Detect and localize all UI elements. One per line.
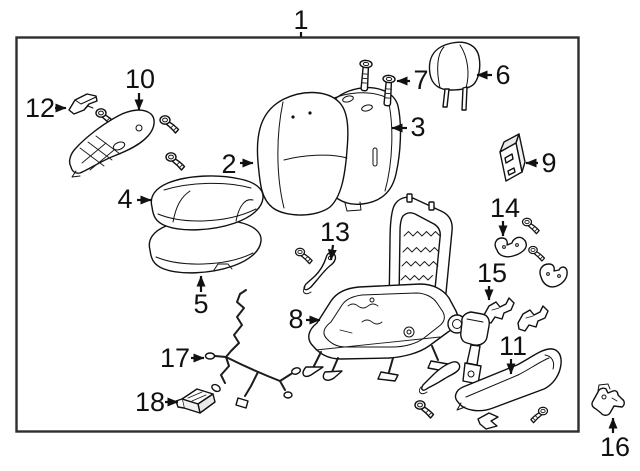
callout-5[interactable]: 5 [193,289,208,319]
part-2-seatback-cushion [256,91,349,216]
callout-1[interactable]: 1 [293,5,308,35]
parts-artwork [68,41,625,430]
part-6-headrest [428,41,481,111]
callout-3[interactable]: 3 [410,112,425,142]
callout-4[interactable]: 4 [117,184,132,214]
seat-belt-buckle [460,311,490,385]
callout-15[interactable]: 15 [477,258,507,288]
part-11-shield-outer [454,348,562,412]
part-16-bracket [591,383,625,416]
part-14-anchor-bracket [494,217,568,288]
part-8-seat-frame-assembly [302,193,467,382]
callout-12[interactable]: 12 [25,93,55,123]
part-17-wire-harness [204,289,302,409]
part-10-shield-inner [68,109,155,178]
callout-16[interactable]: 16 [600,432,630,462]
callout-13-arrow [327,244,337,261]
callout-6[interactable]: 6 [495,60,510,90]
callout-17[interactable]: 17 [160,343,190,373]
part-9-support-pad [499,133,526,182]
callout-11[interactable]: 11 [499,331,527,361]
part-4-cushion-cover [150,175,264,231]
callout-14[interactable]: 14 [490,193,520,223]
callout-2[interactable]: 2 [221,149,236,179]
callout-7[interactable]: 7 [413,65,428,95]
screws-bottom [414,400,549,430]
callout-10[interactable]: 10 [125,64,155,94]
part-15-track-brackets [483,297,549,332]
callout-13[interactable]: 13 [320,217,350,247]
riser-bracket [418,361,461,395]
callout-9[interactable]: 9 [541,148,556,178]
callout-18[interactable]: 18 [135,387,165,417]
callout-8[interactable]: 8 [288,304,303,334]
part-12-handle [68,93,98,115]
